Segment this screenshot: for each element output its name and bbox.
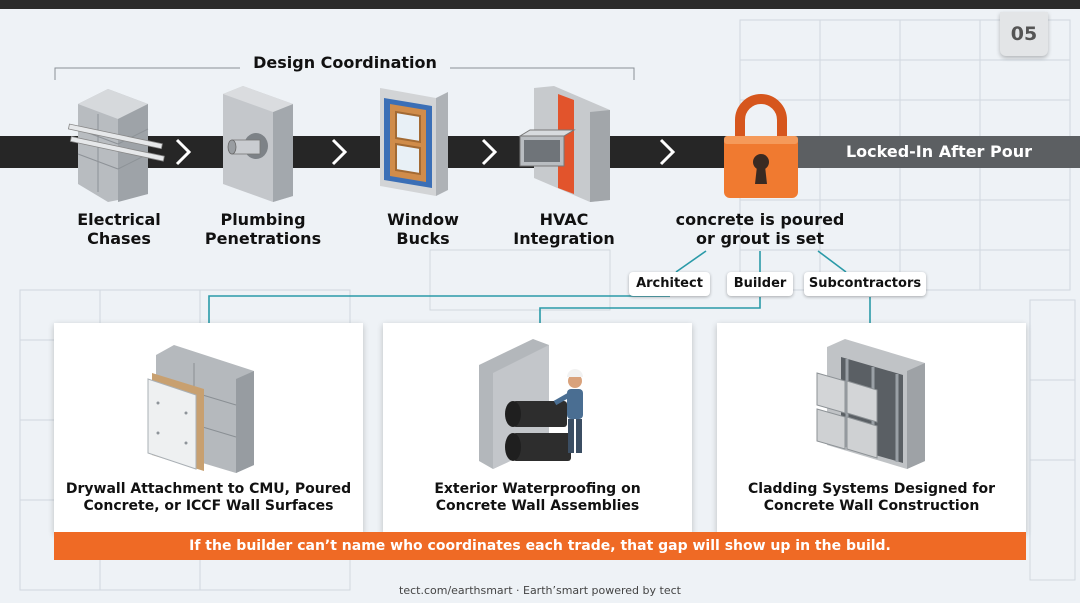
card-waterproofing: Exterior Waterproofing on Concrete Wall … xyxy=(383,323,692,533)
step-label-line: Chases xyxy=(87,229,151,248)
step-label-line: HVAC xyxy=(539,210,589,229)
cladding-panels-icon xyxy=(816,339,925,469)
step-label-line: Bucks xyxy=(396,229,450,248)
step-label-hvac: HVAC Integration xyxy=(499,210,629,248)
card-cladding: Cladding Systems Designed for Concrete W… xyxy=(717,323,1026,533)
role-tag-builder: Builder xyxy=(727,272,793,296)
step-label-line: Window xyxy=(387,210,459,229)
step-label-line: Integration xyxy=(513,229,615,248)
warning-banner: If the builder can’t name who coordinate… xyxy=(54,532,1026,560)
footer-text: tect.com/earthsmart · Earth’smart powere… xyxy=(399,584,681,597)
card-title-line: Concrete Wall Assemblies xyxy=(435,498,640,514)
step-label-plumbing: Plumbing Penetrations xyxy=(196,210,330,248)
step-label-line: Electrical xyxy=(77,210,161,229)
waterproofing-worker-icon xyxy=(479,339,583,469)
card-title-line: Cladding Systems Designed for xyxy=(748,481,995,497)
chevron-right-icon xyxy=(175,138,192,166)
lock-caption-line: concrete is poured xyxy=(675,210,845,229)
card-title-line: Concrete Wall Construction xyxy=(763,498,980,514)
padlock-icon xyxy=(724,94,798,198)
card-title-line: Exterior Waterproofing on xyxy=(434,481,641,497)
locked-band xyxy=(790,136,1080,168)
locked-in-label: Locked-In After Pour xyxy=(845,142,1033,161)
chevron-right-icon xyxy=(481,138,498,166)
cmu-block-conduit-icon xyxy=(68,89,165,202)
card-title-line: Concrete, or ICCF Wall Surfaces xyxy=(83,498,334,514)
role-tag-architect: Architect xyxy=(629,272,710,296)
page-number: 05 xyxy=(1000,12,1048,56)
lock-caption: concrete is poured or grout is set xyxy=(670,210,850,248)
pipe-penetration-icon xyxy=(223,86,293,202)
drywall-cmu-icon xyxy=(147,345,254,473)
card-drywall: Drywall Attachment to CMU, Poured Concre… xyxy=(54,323,363,533)
step-label-electrical: Electrical Chases xyxy=(54,210,184,248)
card-title-cladding: Cladding Systems Designed for Concrete W… xyxy=(723,481,1020,515)
step-label-line: Plumbing xyxy=(220,210,306,229)
role-tag-subcontractors: Subcontractors xyxy=(804,272,926,296)
chevron-right-icon xyxy=(659,138,676,166)
lock-caption-line: or grout is set xyxy=(696,229,824,248)
step-label-window: Window Bucks xyxy=(358,210,488,248)
hvac-duct-icon xyxy=(518,86,610,202)
window-buck-icon xyxy=(380,88,448,196)
card-title-line: Drywall Attachment to CMU, Poured xyxy=(65,481,352,497)
step-label-line: Penetrations xyxy=(204,229,322,248)
design-coordination-label: Design Coordination xyxy=(240,53,450,72)
card-title-drywall: Drywall Attachment to CMU, Poured Concre… xyxy=(60,481,357,515)
top-bar xyxy=(0,0,1080,9)
chevron-right-icon xyxy=(331,138,348,166)
card-title-waterproofing: Exterior Waterproofing on Concrete Wall … xyxy=(389,481,686,515)
